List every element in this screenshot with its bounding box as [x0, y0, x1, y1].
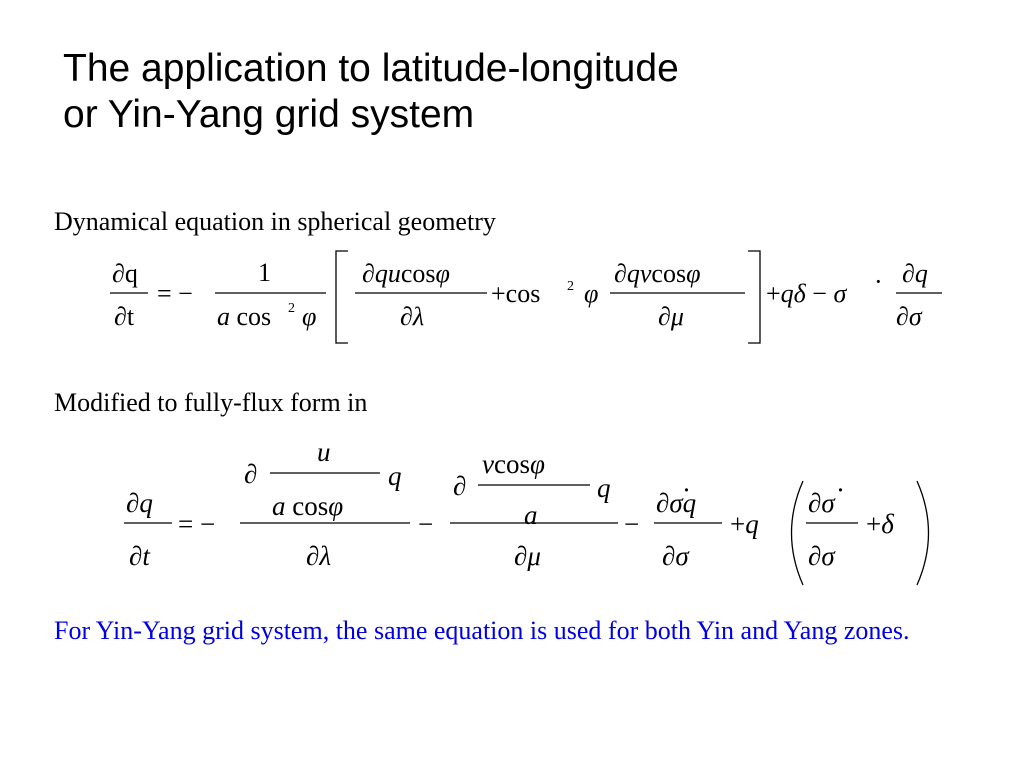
title-line-2: or Yin-Yang grid system [63, 93, 475, 136]
svg-text:∂q: ∂q [902, 259, 928, 288]
svg-text:q: q [388, 461, 402, 491]
svg-text:∂qucosφ: ∂qucosφ [362, 259, 450, 288]
svg-text:φ: φ [302, 302, 316, 331]
svg-text:+q: +q [730, 509, 759, 539]
svg-text:∂μ: ∂μ [658, 302, 684, 331]
svg-text:−: − [418, 509, 433, 539]
svg-text:φ: φ [584, 279, 598, 308]
svg-text:∂: ∂ [453, 471, 466, 501]
flux-equation: ∂q ∂t = − ∂ u a cosφ q ∂λ − ∂ vcosφ a q … [124, 437, 930, 586]
svg-text:∂: ∂ [244, 459, 257, 489]
yin-yang-note: For Yin-Yang grid system, the same equat… [54, 616, 910, 645]
spherical-equation: ∂q ∂t = − 1 a cos 2 φ ∂qucosφ ∂λ +cos 2 … [110, 250, 942, 344]
svg-text:∂σ: ∂σ [662, 541, 690, 571]
spherical-equation-label: Dynamical equation in spherical geometry [54, 207, 496, 236]
svg-text:∂σ: ∂σ [808, 488, 836, 518]
svg-text:2: 2 [567, 279, 574, 294]
svg-text:∂t: ∂t [129, 541, 151, 571]
svg-text:∂q: ∂q [126, 488, 153, 518]
svg-text:+δ: +δ [866, 509, 894, 539]
svg-text:∂q: ∂q [112, 259, 138, 288]
svg-text:vcosφ: vcosφ [482, 449, 545, 479]
svg-text:∂λ: ∂λ [400, 302, 424, 331]
svg-text:∂σ: ∂σ [896, 302, 923, 331]
svg-text:a: a [524, 500, 538, 530]
svg-text:a cosφ: a cosφ [272, 491, 343, 521]
svg-text:a cos: a cos [217, 302, 271, 331]
svg-text:= −: = − [178, 509, 215, 539]
svg-text:·: · [682, 475, 691, 505]
svg-text:−: − [624, 509, 639, 539]
svg-text:∂t: ∂t [114, 302, 135, 331]
svg-text:∂λ: ∂λ [306, 541, 331, 571]
svg-text:∂σ: ∂σ [808, 541, 836, 571]
svg-text:2: 2 [288, 301, 295, 316]
svg-text:∂qvcosφ: ∂qvcosφ [614, 259, 700, 288]
svg-text:+qδ − σ: +qδ − σ [766, 279, 847, 308]
svg-text:·: · [874, 267, 883, 296]
slide-title: The application to latitude-longitude or… [63, 46, 679, 138]
svg-text:·: · [836, 475, 845, 505]
svg-text:q: q [597, 473, 611, 503]
title-line-1: The application to latitude-longitude [63, 47, 679, 90]
svg-text:+cos: +cos [491, 279, 540, 308]
svg-text:∂μ: ∂μ [514, 541, 541, 571]
svg-text:u: u [317, 437, 331, 467]
svg-text:∂σq: ∂σq [656, 488, 696, 518]
svg-text:1: 1 [258, 258, 271, 287]
svg-text:= −: = − [157, 279, 193, 308]
flux-equation-label: Modified to fully-flux form in [54, 388, 368, 417]
